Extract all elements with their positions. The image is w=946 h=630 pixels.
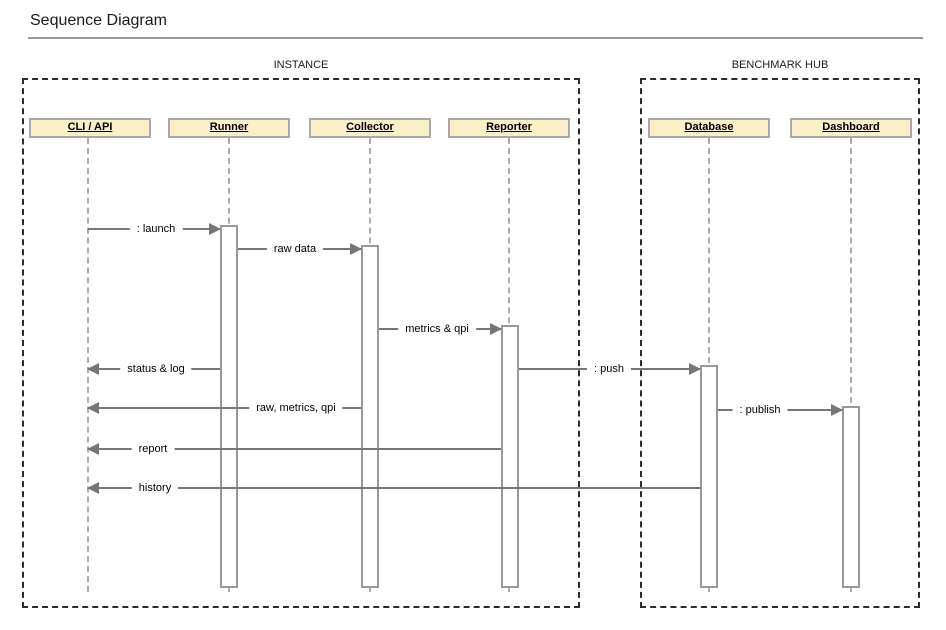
activation-collector bbox=[361, 245, 379, 588]
participant-runner: Runner bbox=[168, 118, 290, 138]
title-rule bbox=[28, 37, 923, 39]
message-label: report bbox=[131, 441, 175, 457]
message-label: history bbox=[131, 480, 179, 496]
arrowhead-right-icon bbox=[689, 363, 701, 375]
frame-benchmark-hub bbox=[640, 78, 920, 608]
participant-collector: Collector bbox=[309, 118, 431, 138]
participant-cli-api: CLI / API bbox=[29, 118, 151, 138]
activation-runner bbox=[220, 225, 238, 588]
participant-dashboard: Dashboard bbox=[790, 118, 912, 138]
message-line bbox=[88, 407, 361, 409]
activation-reporter bbox=[501, 325, 519, 588]
arrowhead-left-icon bbox=[87, 443, 99, 455]
frame-instance-label: INSTANCE bbox=[273, 59, 329, 71]
message-label: : publish bbox=[732, 402, 788, 418]
message-label: raw data bbox=[266, 241, 324, 257]
message-label: raw, metrics, qpi bbox=[249, 400, 343, 416]
arrowhead-right-icon bbox=[209, 223, 221, 235]
arrowhead-right-icon bbox=[350, 243, 362, 255]
message-line bbox=[88, 448, 501, 450]
frame-benchmark-hub-label: BENCHMARK HUB bbox=[731, 59, 829, 71]
participant-reporter: Reporter bbox=[448, 118, 570, 138]
message-label: metrics & qpi bbox=[398, 321, 476, 337]
lifeline-dashboard bbox=[850, 138, 852, 592]
arrowhead-left-icon bbox=[87, 402, 99, 414]
participant-database: Database bbox=[648, 118, 770, 138]
arrowhead-right-icon bbox=[490, 323, 502, 335]
arrowhead-right-icon bbox=[831, 404, 843, 416]
activation-dashboard bbox=[842, 406, 860, 588]
frame-instance bbox=[22, 78, 580, 608]
page-title: Sequence Diagram bbox=[30, 12, 167, 29]
message-label: : launch bbox=[129, 221, 183, 237]
message-label: : push bbox=[587, 361, 631, 377]
arrowhead-left-icon bbox=[87, 482, 99, 494]
arrowhead-left-icon bbox=[87, 363, 99, 375]
activation-database bbox=[700, 365, 718, 588]
message-label: status & log bbox=[120, 361, 192, 377]
message-line bbox=[88, 487, 700, 489]
